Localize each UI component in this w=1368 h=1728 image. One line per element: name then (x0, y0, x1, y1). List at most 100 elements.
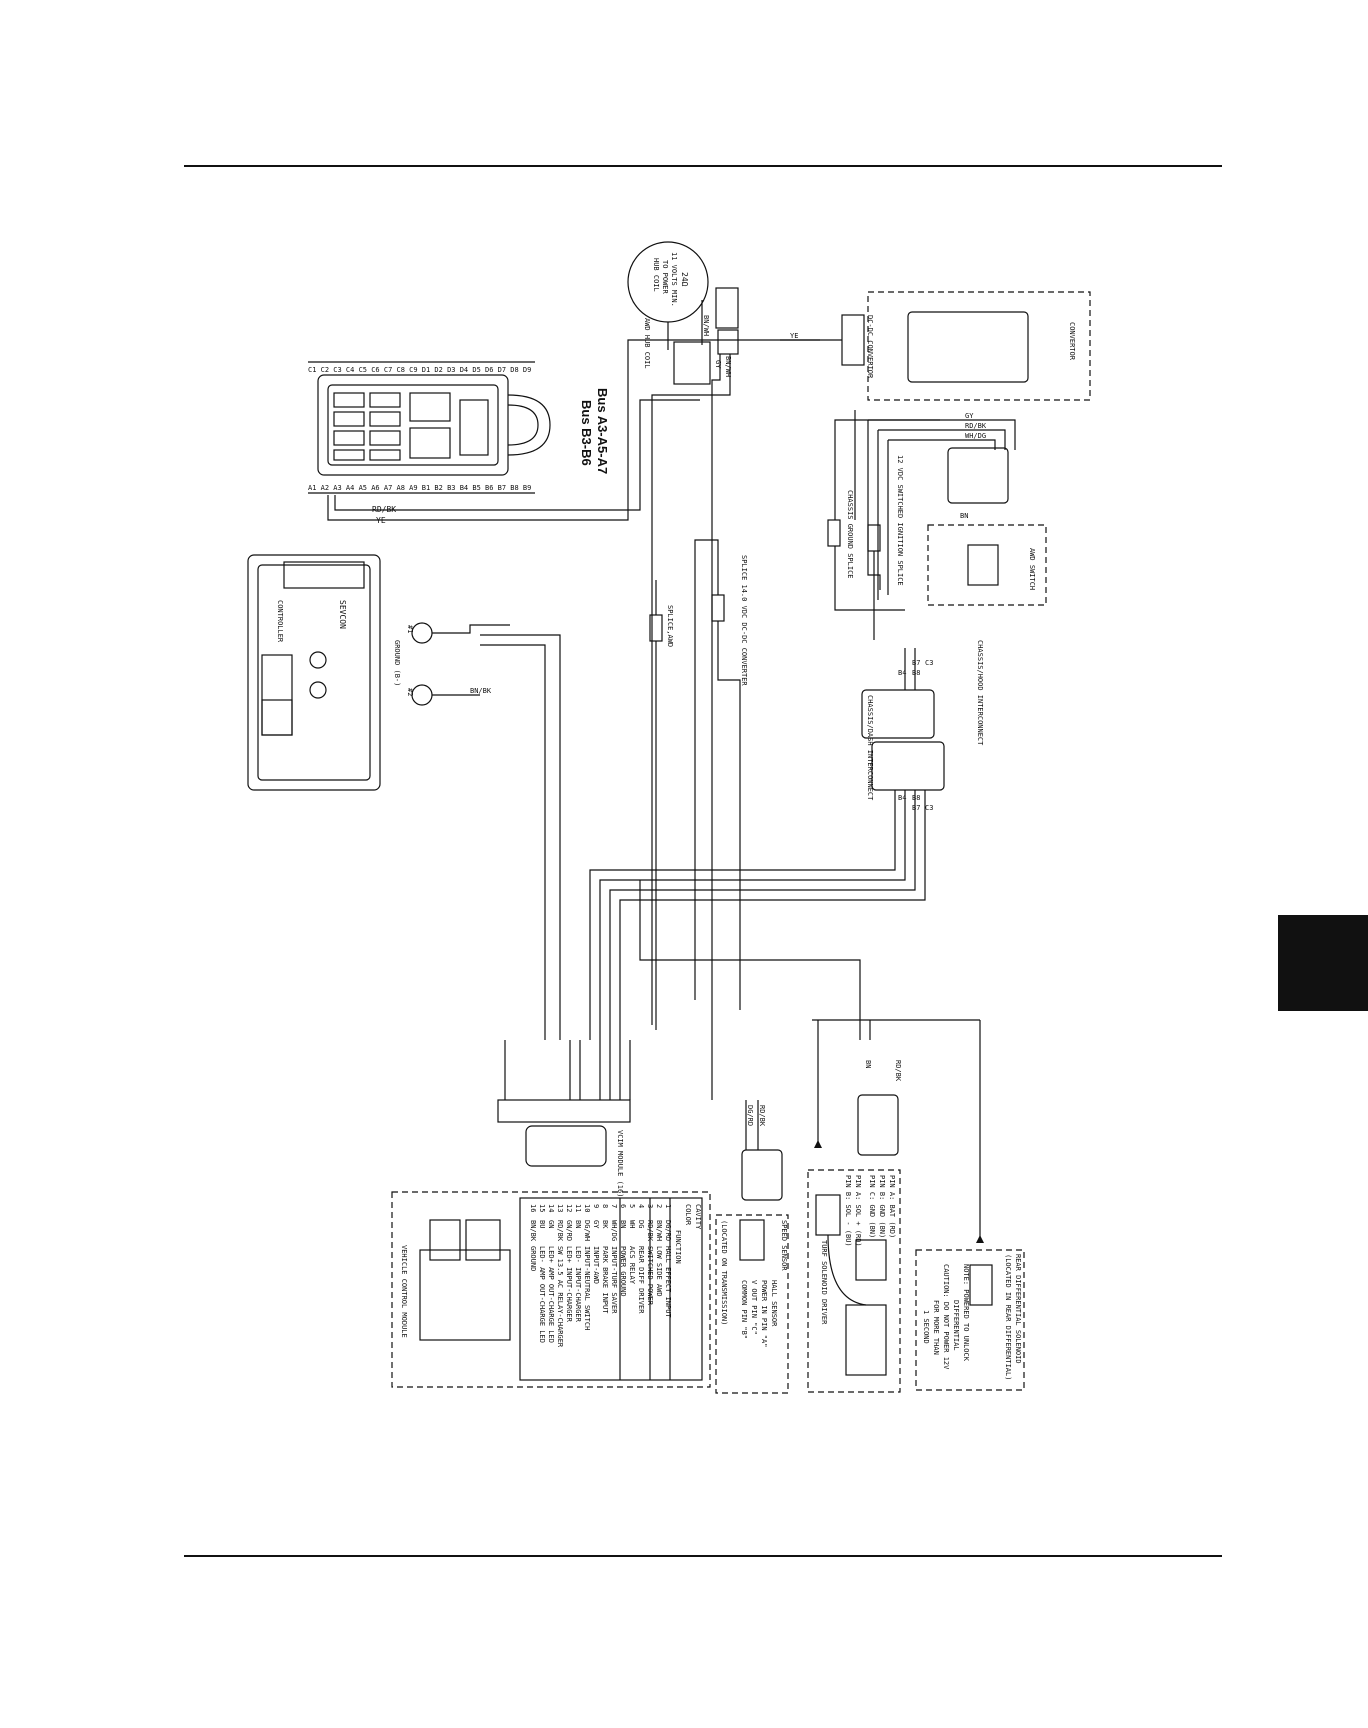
dash-pin-c3: C3 (925, 804, 933, 812)
vcm-connector (497, 1040, 631, 1167)
vcm-row-function: LED+ INPUT-CHARGER (565, 1246, 573, 1323)
rear-diff-wire-rdbk: RD/BK (894, 1060, 902, 1082)
speed-pin-a: POWER IN PIN "A" (760, 1280, 768, 1347)
converter-title: CONVERTOR (1068, 322, 1076, 361)
vcm-module-block (391, 1191, 711, 1388)
vcm-row-color: RD/BK (646, 1220, 654, 1242)
speed-pin-b: COMMON PIN "B" (740, 1280, 748, 1339)
rear-diff-block (915, 1249, 1025, 1391)
hood-interconnect-label: CHASSIS/HOOD INTERCONNECT (976, 640, 984, 746)
vcm-row-cavity: 13 (556, 1204, 564, 1212)
speed-wire-2: RD/BK (758, 1105, 766, 1127)
turf-solenoid-block (807, 1094, 901, 1393)
hub-wire-3: GY (714, 360, 722, 369)
hub-wire-2: BN/WH (724, 356, 732, 377)
hood-pin-b4: B4 (898, 669, 906, 677)
chassis-ground-splice-label: CHASSIS GROUND SPLICE (846, 490, 854, 579)
vcm-row-function: SWITCHED POWER (646, 1246, 654, 1306)
hall-sensor-label: HALL SENSOR (770, 1280, 778, 1327)
vcm-row-color: BN/WH (655, 1220, 663, 1241)
vcm-row-cavity: 11 (574, 1204, 582, 1212)
vcm-row-function: INPUT-NEUTRAL SWITCH (583, 1246, 591, 1330)
vcm-header-function: FUNCTION (674, 1230, 682, 1264)
turf-pin-b: PIN B: SOL - (BU) (844, 1175, 852, 1247)
bus-wire-rdbk-label: RD/BK (372, 505, 396, 514)
controller-brand: SEVCON (338, 600, 347, 629)
vcm-row-cavity: 16 (529, 1204, 537, 1212)
rear-diff-caution-1: CAUTION: DO NOT POWER 12V (942, 1264, 950, 1370)
turf-pin-a-top: PIN A: BAT (RD) (888, 1175, 896, 1238)
awd-switch-wire-rdbk: RD/BK (965, 422, 987, 430)
vcm-row-color: RD/BK (556, 1220, 564, 1242)
bus-wire-ye (327, 339, 820, 521)
controller-terminal-2: #2 (406, 688, 414, 696)
vcm-row-color: BN/BK (529, 1220, 537, 1242)
vcm-row-cavity: 7 (610, 1204, 618, 1208)
vcm-row-color: WH/DG (610, 1220, 618, 1241)
vcm-row-color: DG/WH (583, 1220, 591, 1241)
hub-title: AWD HUB COIL (643, 318, 651, 369)
rear-diff-wire-bn: BN (864, 1060, 872, 1068)
vcm-row-color: BU (538, 1220, 546, 1228)
vcm-row-cavity: 14 (547, 1204, 555, 1212)
interconnects (589, 648, 945, 1040)
hood-pin-c3: C3 (925, 659, 933, 667)
bus-bottom-pins: A1 A2 A3 A4 A5 A6 A7 A8 A9 B1 B2 B3 B4 B… (308, 484, 531, 492)
vcm-row-color: DG/RD (664, 1220, 672, 1241)
vcm-row-function: GROUND (529, 1246, 537, 1271)
dash-pin-b4: B4 (898, 794, 906, 802)
speed-location: (LOCATED ON TRANSMISSION) (720, 1220, 728, 1325)
dash-pin-b7: B7 (912, 804, 920, 812)
bus-title-1: Bus A3-A5-A7 (595, 388, 610, 474)
hub-note-2: 11 VOLTS MIN. (670, 252, 678, 307)
converter-block (780, 291, 1091, 401)
vcm-row-color: GY (592, 1220, 600, 1229)
vcm-row-color: WH (628, 1220, 636, 1228)
vcm-row-color: GN/RD (565, 1220, 573, 1241)
vcm-row-function: PARK BRAKE INPUT (601, 1246, 609, 1314)
awd-hub-coil (627, 241, 739, 1100)
bus-top-pins: C1 C2 C3 C4 C5 C6 C7 C8 C9 D1 D2 D3 D4 D… (308, 366, 531, 374)
converter-wire-ye: YE (790, 332, 798, 340)
dash-pin-b8: B8 (912, 794, 920, 802)
vcm-row-cavity: 5 (628, 1204, 636, 1208)
controller-ground: GROUND (B-) (393, 640, 401, 686)
bus-wire-ye-label: YE (376, 516, 386, 525)
vcm-row-function: ACS RELAY (628, 1246, 636, 1285)
controller-wire-label: BN/BK (470, 687, 492, 695)
vcm-row-function: LED- AMP OUT-CHARGE LED (538, 1246, 546, 1343)
hood-pin-b7: B7 (912, 659, 920, 667)
vcm-row-cavity: 10 (583, 1204, 591, 1212)
vcm-row-function: REAR DIFF DRIVER (637, 1246, 645, 1314)
turf-pin-b-top: PIN B: GND (BN) (878, 1175, 886, 1238)
controller-terminal-1: #1 (406, 625, 414, 633)
hood-pin-b8: B8 (912, 669, 920, 677)
rear-diff-caution-3: 1 SECOND (922, 1310, 930, 1344)
vcm-row-color: BN (574, 1220, 582, 1228)
vcm-header-color: COLOR (684, 1204, 692, 1226)
section-tab (1278, 915, 1368, 1011)
vcm-row-function: POWER GROUND (619, 1246, 627, 1297)
turf-pin-a: PIN A: SOL + (RD) (854, 1175, 862, 1247)
vcm-row-function: HALL EFFECT INPUT (664, 1246, 672, 1318)
vcm-row-cavity: 6 (619, 1204, 627, 1208)
speed-sensor-title: SPEED SENSOR (780, 1220, 788, 1271)
vcm-row-function: LOW SIDE AWD (655, 1246, 663, 1297)
awd-switch-wire-whdg: WH/DG (965, 432, 986, 440)
dcdc-splice (711, 594, 725, 622)
turf-pin-c-top: PIN C: GND (BN) (868, 1175, 876, 1238)
vcm-row-cavity: 2 (655, 1204, 663, 1208)
vcm-row-cavity: 3 (646, 1204, 654, 1208)
vcm-row-function: INPUT-TURF SAVER (610, 1246, 618, 1314)
bus-wire-rdbk (334, 399, 700, 511)
speed-pin-c: V OUT PIN "C" (750, 1280, 758, 1335)
awd-switch-block (854, 410, 1047, 606)
controller-block (247, 554, 561, 1040)
ignition-splice-label: 12 VDC SWITCHED IGNITION SPLICE (896, 455, 904, 586)
vcm-row-color: GN (547, 1220, 555, 1228)
dcdc-converter-label: DC-DC CONVERTOR (866, 315, 874, 379)
bus-block (308, 361, 551, 494)
hub-note-4: HUB COIL (652, 258, 660, 292)
turf-title: TURF SOLENOID DRIVER (820, 1240, 828, 1325)
vcm-row-function: SW 13.5 AC RELAY-CHARGER (556, 1246, 564, 1348)
